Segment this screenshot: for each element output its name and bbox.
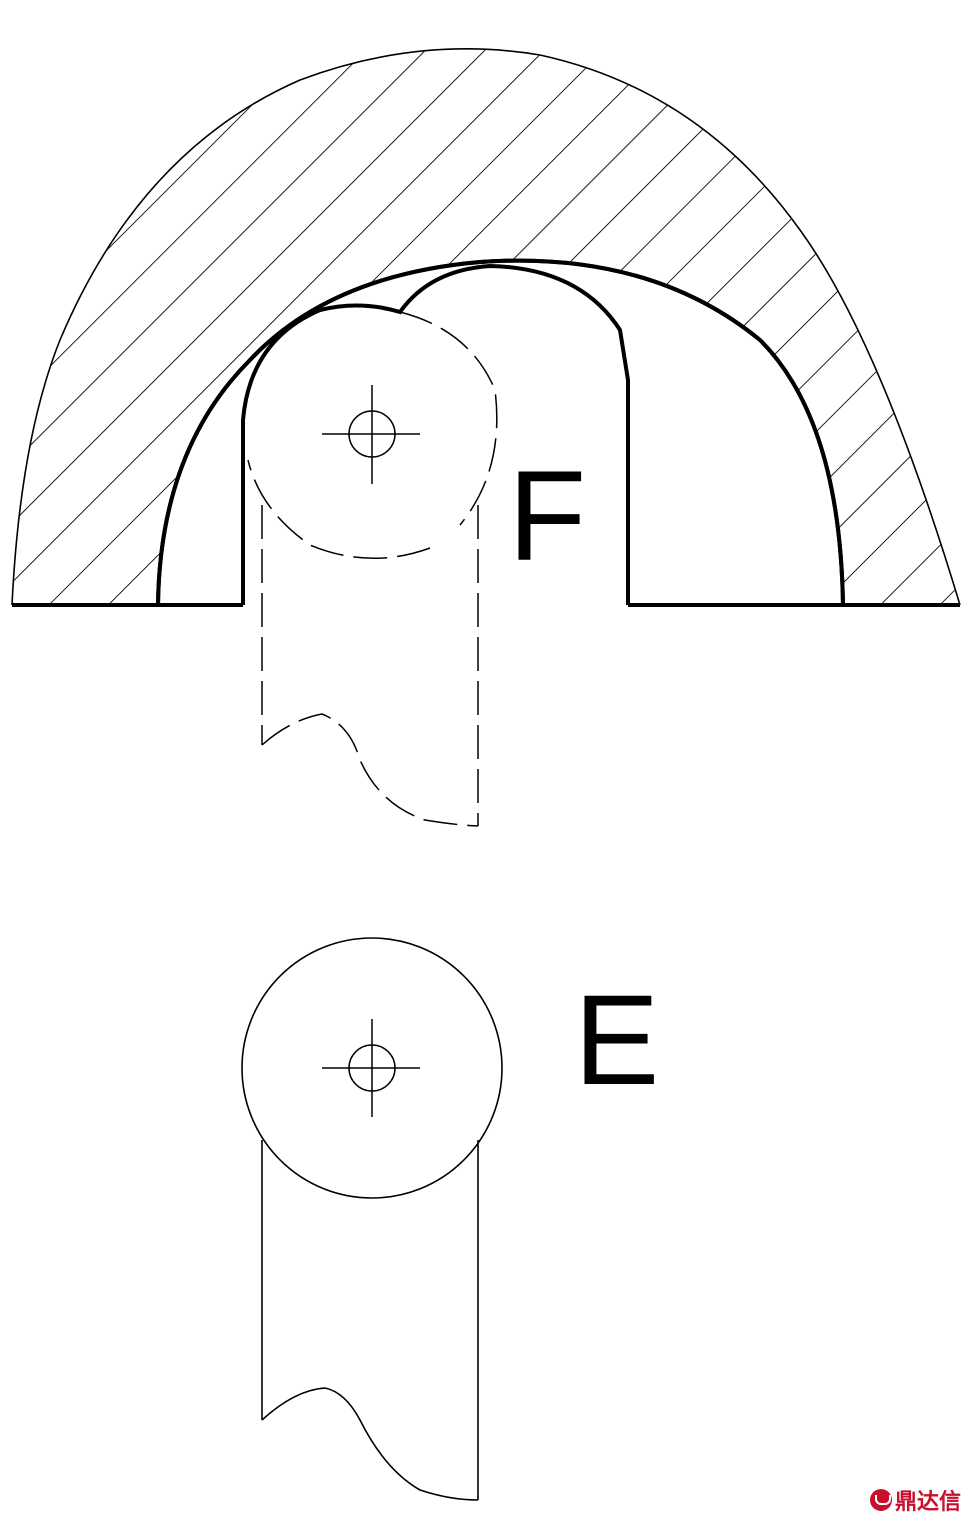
lever-e-break-line: [261, 1387, 479, 1501]
watermark-logo-icon: [869, 1489, 892, 1511]
label-e: E: [574, 969, 659, 1112]
hatch-overlay: [12, 48, 960, 606]
center-mark-f: [322, 385, 420, 484]
watermark: 鼎达信: [869, 1484, 961, 1516]
inner-cavity-outline: [156, 258, 845, 606]
roller-f-dashed-arc-bottom: [247, 459, 431, 559]
label-f: F: [508, 445, 586, 588]
lever-position-f: [247, 311, 498, 827]
lever-f-break-line: [261, 713, 479, 827]
center-mark-e: [322, 1019, 420, 1117]
roller-f-dashed-arc: [399, 311, 498, 526]
watermark-text: 鼎达信: [894, 1490, 961, 1515]
